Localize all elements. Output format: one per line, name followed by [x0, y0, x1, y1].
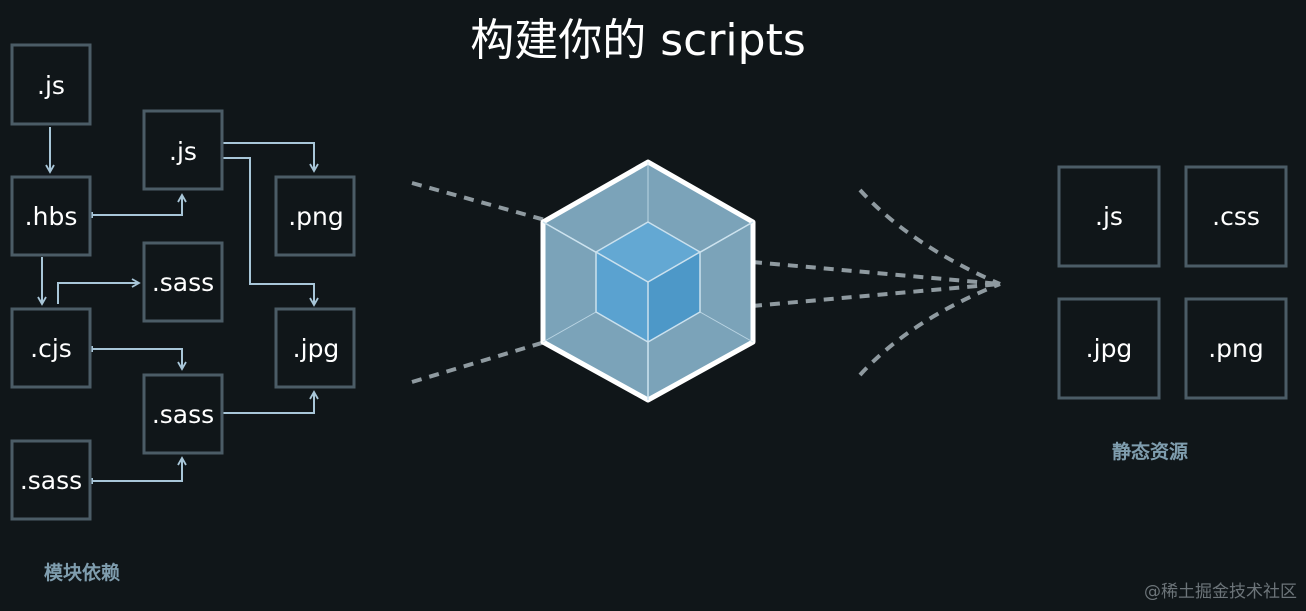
module-label-jpg: .jpg	[293, 334, 340, 363]
module-box-js	[10, 43, 92, 126]
module-box-jpg	[274, 307, 356, 389]
module-label-js: .js	[37, 71, 65, 100]
module-box-sass-left	[10, 439, 92, 521]
output-line-upper	[751, 260, 1001, 286]
assets-caption: 静态资源	[1112, 440, 1188, 463]
module-label-cjs: .cjs	[30, 334, 72, 363]
module-box-hbs	[10, 175, 92, 257]
modules-caption: 模块依赖	[44, 561, 120, 584]
module-box-sass-top	[142, 241, 224, 323]
arrow-cjs-to-sass-mid	[92, 348, 187, 371]
module-box-js2	[142, 109, 224, 191]
module-box-cjs	[10, 307, 92, 389]
asset-label-css: .css	[1212, 202, 1260, 231]
page-title: 构建你的 scripts	[470, 15, 806, 66]
webpack-cube-icon	[540, 159, 756, 403]
input-dotted-lines	[411, 181, 546, 384]
asset-label-js: .js	[1095, 202, 1123, 231]
arrow-hbs-to-js2	[92, 193, 187, 216]
asset-label-jpg: .jpg	[1086, 334, 1133, 363]
module-label-sass-left: .sass	[20, 466, 82, 495]
arrow-sass-mid-to-jpg	[222, 390, 319, 414]
arrow-sass-left-to-sass-mid	[92, 456, 187, 482]
module-label-sass-mid: .sass	[152, 400, 214, 429]
input-line-top	[411, 181, 546, 222]
output-dotted-lines	[751, 188, 1001, 377]
output-curve-bottom	[858, 282, 1001, 377]
asset-box-jpg	[1057, 297, 1161, 400]
asset-boxes	[1057, 165, 1288, 400]
dependency-arrows	[37, 127, 319, 484]
module-boxes	[10, 43, 356, 521]
module-label-png: .png	[288, 202, 344, 231]
watermark-text: @稀土掘金技术社区	[1144, 582, 1297, 602]
cube-connector-edges	[542, 162, 754, 400]
asset-box-png	[1184, 297, 1288, 400]
output-curve-top	[858, 188, 1001, 286]
asset-box-css	[1184, 165, 1288, 268]
arrow-js2-to-jpg	[222, 157, 319, 307]
module-label-sass-top: .sass	[152, 268, 214, 297]
asset-box-js	[1057, 165, 1161, 268]
output-line-lower	[751, 282, 1001, 308]
input-line-bottom	[411, 340, 546, 384]
asset-label-png: .png	[1208, 334, 1264, 363]
module-box-png	[274, 175, 356, 257]
arrow-cjs-to-sass-top	[57, 278, 141, 304]
module-box-sass-mid	[142, 373, 224, 455]
module-label-hbs: .hbs	[25, 202, 78, 231]
arrow-js2-to-png	[222, 142, 319, 173]
module-label-js2: .js	[169, 137, 197, 166]
